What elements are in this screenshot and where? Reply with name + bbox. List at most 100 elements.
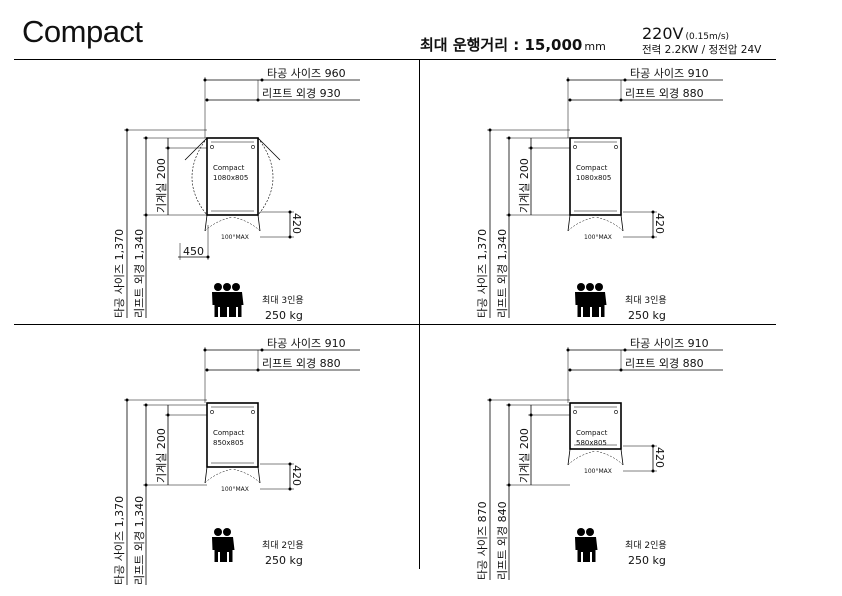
- person-head: [586, 283, 594, 291]
- door-angle-label: 100°MAX: [584, 468, 612, 475]
- dimension-dot: [166, 413, 170, 417]
- person-head: [577, 283, 585, 291]
- header-divider: [14, 59, 776, 60]
- car-size-label: 1080x805: [576, 174, 611, 182]
- door-leaf-left: [204, 214, 208, 232]
- side-swing-arc: [257, 137, 274, 216]
- load-label: 250 kg: [265, 309, 303, 322]
- machine-room-label: 기계실 200: [155, 428, 168, 483]
- plan-panel-3: 타공 사이즈 910 리프트 외경 880 타공 사이즈 1,370 리프트 외경 1…: [113, 337, 360, 585]
- car-corner-mark: [210, 410, 214, 414]
- dimension-dot: [144, 136, 148, 140]
- speed-value: (0.15m/s): [685, 32, 730, 42]
- car-corner-mark: [614, 145, 618, 149]
- door-clearance-label: 420: [290, 465, 303, 486]
- lift-car: [569, 137, 622, 216]
- door-leaf-right: [620, 448, 624, 466]
- car-corner-mark: [251, 145, 255, 149]
- person-head: [214, 283, 222, 291]
- shaft-width-label: 타공 사이즈 960: [267, 67, 346, 80]
- shaft-width-label: 타공 사이즈 910: [630, 67, 709, 80]
- shaft-width-label: 타공 사이즈 910: [267, 337, 346, 350]
- lift-depth-label: 리프트 외경 1,340: [133, 496, 146, 585]
- car-corner-mark: [573, 410, 577, 414]
- person-head: [223, 283, 231, 291]
- dimension-dot: [651, 469, 655, 473]
- dimension-dot: [288, 462, 292, 466]
- max-travel-unit: mm: [584, 40, 606, 53]
- door-swing-arc: [232, 216, 261, 232]
- door-clearance-label: 420: [653, 447, 666, 468]
- lift-width-label: 리프트 외경 880: [262, 357, 341, 370]
- car-size-label: 1080x805: [213, 174, 248, 182]
- dimension-dot: [125, 128, 129, 132]
- horizontal-divider: [14, 324, 776, 325]
- dimension-dot: [288, 210, 292, 214]
- door-clearance-label: 420: [653, 213, 666, 234]
- car-model-label: Compact: [213, 164, 245, 172]
- lift-depth-label: 리프트 외경 1,340: [496, 229, 509, 318]
- lift-car: [569, 402, 622, 450]
- car-corner-mark: [573, 145, 577, 149]
- lift-depth-label: 리프트 외경 840: [496, 501, 509, 580]
- shaft-depth-label: 타공 사이즈 870: [476, 501, 489, 580]
- page-title: Compact: [22, 14, 143, 49]
- dimension-dot: [260, 348, 264, 352]
- machine-room-label: 기계실 200: [155, 158, 168, 213]
- door-swing-arc: [595, 216, 624, 232]
- door-leaf-right: [257, 466, 261, 484]
- door-angle-label: 100°MAX: [221, 234, 249, 241]
- door-angle-label: 100°MAX: [584, 234, 612, 241]
- person-head: [223, 528, 231, 536]
- dimension-dot: [507, 403, 511, 407]
- person-head: [577, 528, 585, 536]
- door-swing-arc: [204, 216, 233, 232]
- dimension-dot: [568, 98, 572, 102]
- door-leaf-right: [620, 214, 624, 232]
- dimension-dot: [529, 146, 533, 150]
- door-swing-arc: [204, 468, 233, 484]
- lift-car: [206, 402, 259, 468]
- machine-room-label: 기계실 200: [518, 428, 531, 483]
- car-model-label: Compact: [576, 429, 608, 437]
- dimension-dot: [651, 444, 655, 448]
- door-leaf-right: [257, 214, 261, 232]
- shaft-depth-label: 타공 사이즈 1,370: [476, 229, 489, 318]
- person-body: [593, 292, 607, 317]
- dimension-dot: [529, 413, 533, 417]
- dimension-dot: [488, 398, 492, 402]
- lift-depth-label: 리프트 외경 1,340: [133, 229, 146, 318]
- dimension-dot: [144, 483, 148, 487]
- shaft-depth-label: 타공 사이즈 1,370: [113, 496, 126, 585]
- dimension-dot: [651, 235, 655, 239]
- dimension-dot: [144, 403, 148, 407]
- load-label: 250 kg: [628, 554, 666, 567]
- capacity-label: 최대 3인용: [262, 295, 304, 306]
- dimension-dot: [623, 78, 627, 82]
- power-spec: 전력 2.2KW / 정전압 24V: [642, 44, 762, 56]
- car-corner-mark: [251, 410, 255, 414]
- car-size-label: 850x805: [213, 439, 244, 447]
- dimension-dot: [507, 136, 511, 140]
- capacity-label: 최대 3인용: [625, 295, 667, 306]
- door-angle-label: 100°MAX: [221, 486, 249, 493]
- door-clearance-label: 420: [290, 213, 303, 234]
- machine-room-label: 기계실 200: [518, 158, 531, 213]
- dimension-dot: [623, 348, 627, 352]
- door-leaf-left: [204, 466, 208, 484]
- door-swing-arc: [232, 468, 261, 484]
- car-corner-mark: [210, 145, 214, 149]
- car-model-label: Compact: [213, 429, 245, 437]
- lift-width-label: 리프트 외경 880: [625, 87, 704, 100]
- dimension-dot: [651, 210, 655, 214]
- person-body: [221, 537, 235, 562]
- lift-car: [206, 137, 259, 216]
- max-travel-label: 최대 운행거리 : 15,000: [420, 36, 583, 54]
- side-panel-right: [257, 137, 281, 161]
- door-swing-arc: [567, 450, 596, 466]
- load-label: 250 kg: [265, 554, 303, 567]
- car-size-label: 580x805: [576, 439, 607, 447]
